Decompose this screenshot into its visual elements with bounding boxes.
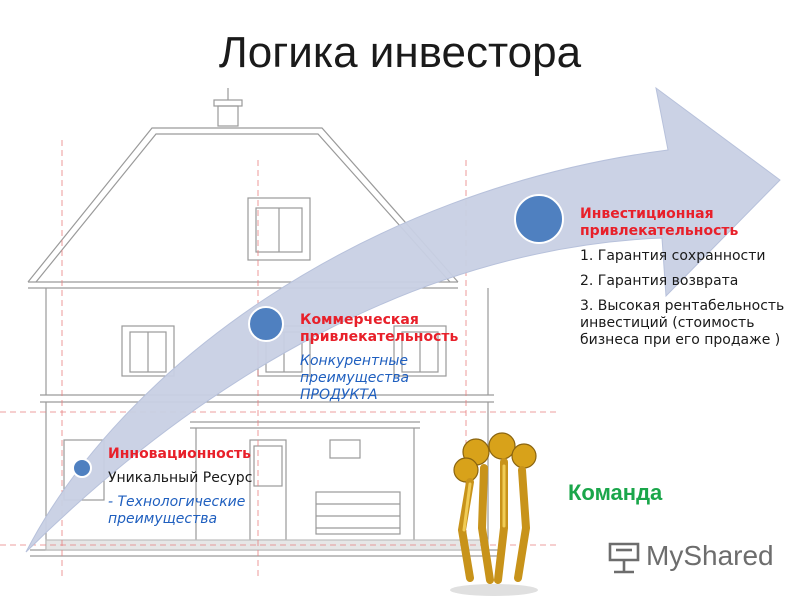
stage-3-dot bbox=[514, 194, 564, 244]
team-label: Команда bbox=[568, 480, 663, 505]
stage-1-dot bbox=[72, 458, 92, 478]
page-title: Логика инвестора bbox=[218, 28, 582, 77]
stage-2-heading: Коммерческая привлекательность bbox=[300, 312, 459, 345]
stage-investment: Инвестиционная привлекательность 1. Гара… bbox=[580, 206, 795, 349]
logo-icon bbox=[608, 542, 640, 574]
stage-commercial: Коммерческая привлекательность Конкурент… bbox=[300, 312, 480, 404]
stage-3-item-2: 2. Гарантия возврата bbox=[580, 273, 739, 289]
stage-1-note: - Технологические преимущества bbox=[108, 494, 246, 527]
stage-3-heading: Инвестиционная привлекательность bbox=[580, 206, 739, 239]
stage-3-item-3: 3. Высокая рентабельность инвестиций (ст… bbox=[580, 298, 785, 348]
logo-text: MyShared bbox=[646, 540, 774, 571]
stage-2-note: Конкурентные преимущества ПРОДУКТА bbox=[300, 353, 410, 403]
myshared-logo[interactable]: MyShared bbox=[606, 536, 776, 576]
growth-arrow bbox=[25, 86, 781, 553]
team-figures-icon bbox=[450, 432, 538, 596]
stage-1-heading: Инновационность bbox=[108, 446, 252, 462]
stage-2-dot bbox=[248, 306, 284, 342]
stage-1-line: Уникальный Ресурс bbox=[108, 470, 253, 486]
stage-innovation: Инновационность Уникальный Ресурс - Техн… bbox=[108, 446, 288, 528]
stage-3-item-1: 1. Гарантия сохранности bbox=[580, 248, 766, 264]
